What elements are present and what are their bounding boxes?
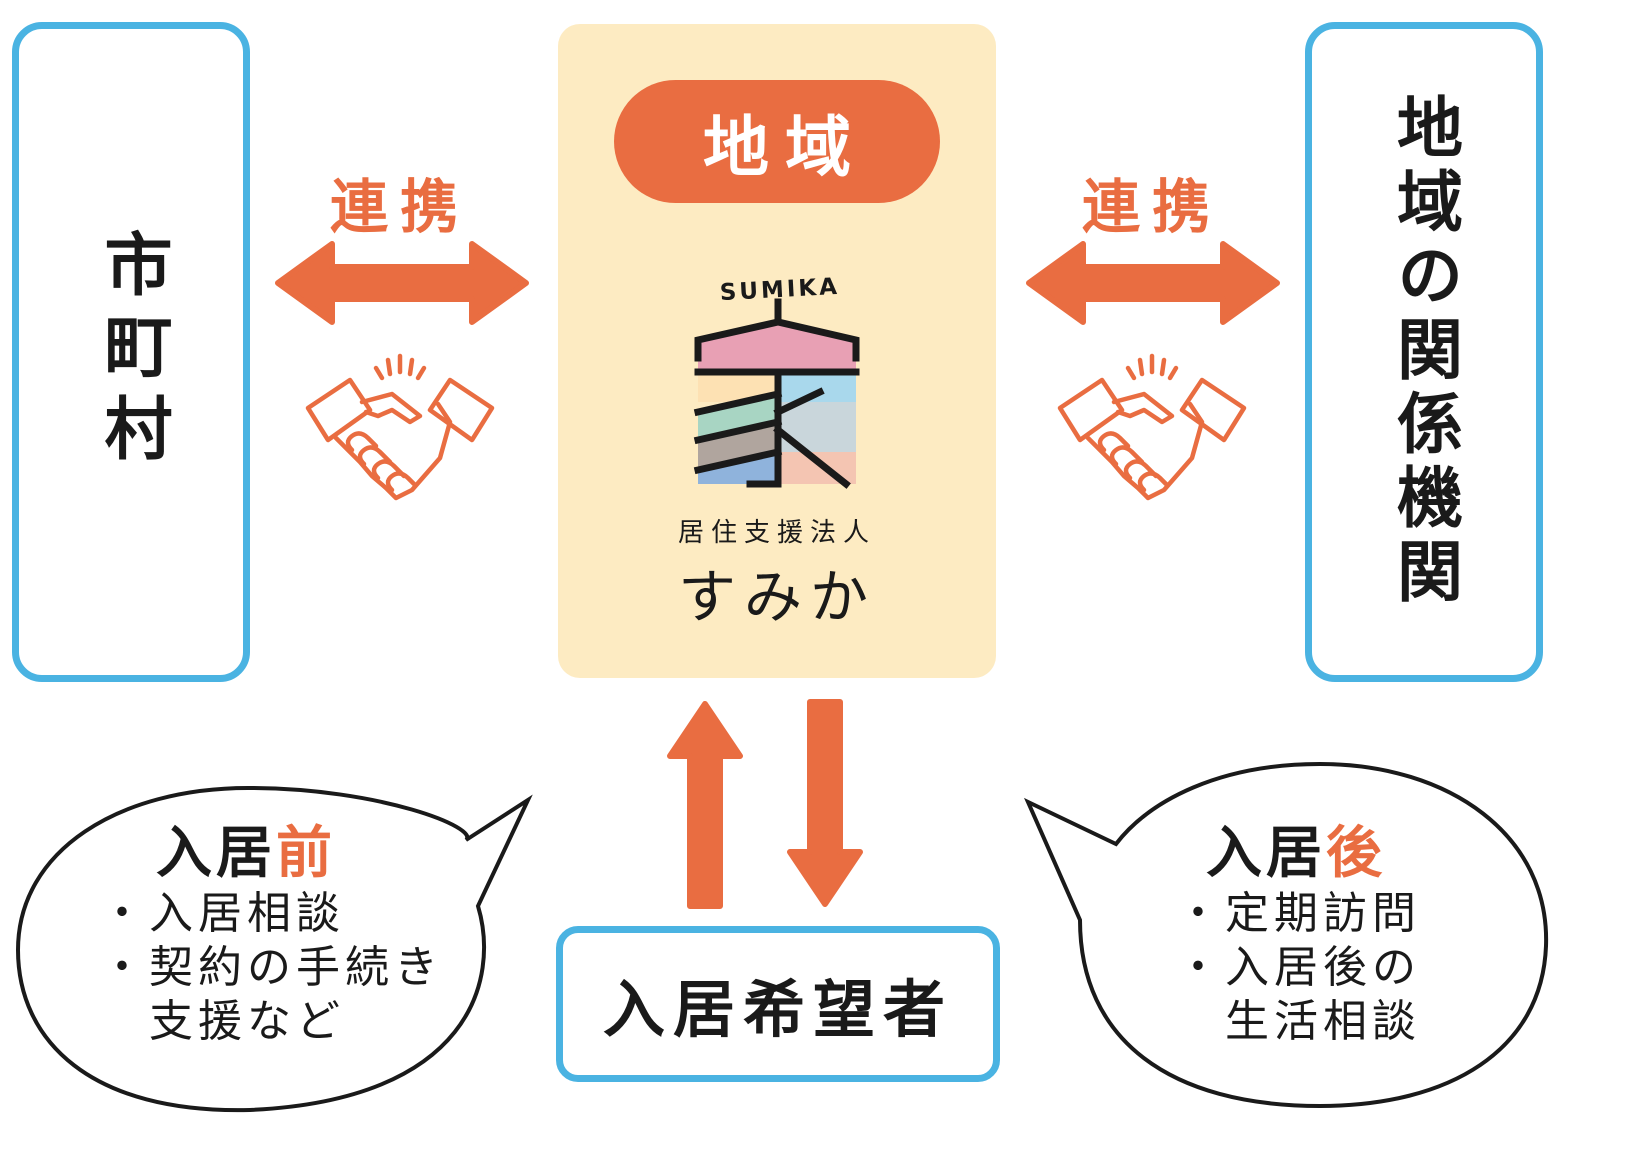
region-label: 地域 bbox=[614, 80, 940, 203]
before-title-main: 入居 bbox=[156, 821, 276, 886]
org-type-label: 居住支援法人 bbox=[677, 518, 876, 548]
regional-agencies-box: 地域の関係機関 bbox=[1305, 22, 1543, 682]
logo-mint-fill bbox=[698, 394, 778, 440]
right-double-arrow bbox=[1026, 241, 1280, 325]
after-item-1: ・定期訪問 bbox=[1176, 888, 1421, 939]
up-arrow bbox=[667, 701, 743, 909]
applicant-box: 入居希望者 bbox=[556, 926, 1000, 1082]
before-title-accent: 前 bbox=[276, 821, 336, 886]
municipality-box: 市町村 bbox=[12, 22, 250, 682]
logo-strokes bbox=[693, 298, 860, 489]
logo-gray-fill bbox=[698, 422, 778, 470]
before-item-3: 支援など bbox=[100, 996, 345, 1047]
before-title: 入居前 bbox=[156, 808, 336, 889]
right-link-label: 連携 bbox=[1081, 173, 1222, 241]
after-title: 入居後 bbox=[1206, 808, 1386, 889]
left-double-arrow bbox=[275, 241, 529, 325]
before-bubble-shape bbox=[15, 785, 533, 1113]
before-item-1: ・入居相談 bbox=[100, 888, 345, 939]
regional-agencies-label: 地域の関係機関 bbox=[1386, 93, 1463, 611]
after-item-3: 生活相談 bbox=[1176, 996, 1421, 1047]
after-item-2: ・入居後の bbox=[1176, 942, 1421, 993]
handshake-icon-right bbox=[1057, 353, 1247, 501]
org-name-label: すみか bbox=[677, 563, 876, 631]
after-title-main: 入居 bbox=[1206, 821, 1326, 886]
after-list: ・定期訪問 ・入居後の 生活相談 bbox=[1176, 887, 1421, 1049]
logo-roof-fill bbox=[698, 322, 856, 372]
after-title-accent: 後 bbox=[1326, 821, 1386, 886]
after-bubble-shape bbox=[1023, 761, 1549, 1109]
sumika-logo: SUMIKA bbox=[693, 274, 860, 489]
left-link-label: 連携 bbox=[329, 173, 470, 241]
down-arrow bbox=[787, 699, 863, 907]
before-list: ・入居相談 ・契約の手続き 支援など bbox=[100, 887, 443, 1049]
municipality-label: 市町村 bbox=[92, 229, 171, 475]
logo-sky-fill bbox=[778, 372, 856, 402]
handshake-icon-left bbox=[305, 353, 495, 501]
before-item-2: ・契約の手続き bbox=[100, 942, 443, 993]
